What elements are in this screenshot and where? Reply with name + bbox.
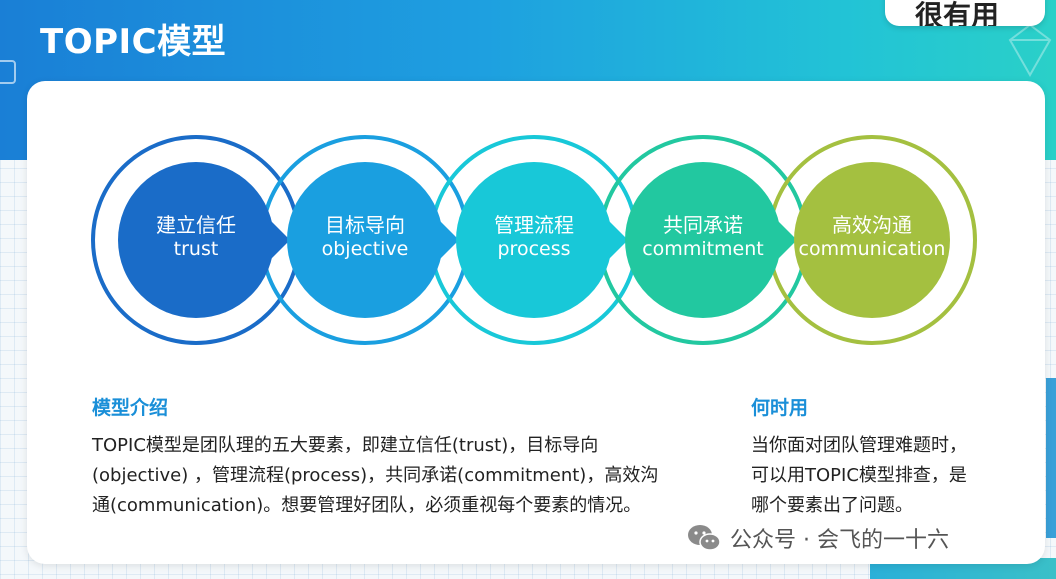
- intro-line-1: TOPIC模型是团队理的五大要素，即建立信任(trust)，目标导向: [92, 435, 599, 456]
- wechat-icon: [688, 525, 721, 551]
- intro-text: TOPIC模型是团队理的五大要素，即建立信任(trust)，目标导向 (obje…: [92, 431, 712, 521]
- when-line-1: 当你面对团队管理难题时，: [751, 435, 967, 456]
- diamond-icon: [1008, 23, 1052, 78]
- when-line-2: 可以用TOPIC模型排查，是: [751, 465, 967, 486]
- when-line-3: 哪个要素出了问题。: [751, 495, 913, 516]
- top-tab: 很有用: [885, 0, 1045, 26]
- intro-heading: 模型介绍: [92, 397, 169, 419]
- intro-line-3: 通(communication)。想要管理好团队，必须重视每个要素的情况。: [92, 495, 642, 516]
- when-text: 当你面对团队管理难题时， 可以用TOPIC模型排查，是 哪个要素出了问题。: [751, 431, 1031, 521]
- intro-line-2: (objective) ，管理流程(process)，共同承诺(commitme…: [92, 465, 659, 486]
- top-tab-label: 很有用: [915, 0, 1000, 26]
- decorative-shape: [0, 60, 16, 84]
- watermark: 公众号 · 会飞的一十六: [686, 521, 949, 555]
- when-heading: 何时用: [751, 397, 809, 419]
- watermark-text: 公众号 · 会飞的一十六: [730, 528, 949, 553]
- accent-strip: [1046, 378, 1056, 538]
- page-title: TOPIC模型: [40, 22, 227, 62]
